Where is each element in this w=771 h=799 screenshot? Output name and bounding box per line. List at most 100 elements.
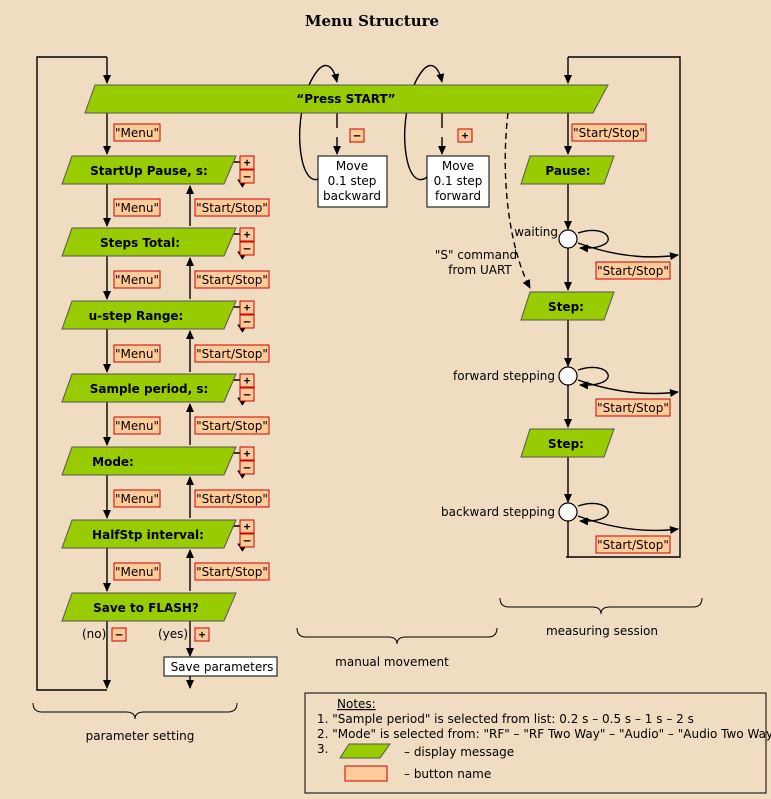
button-text: "Menu" — [115, 273, 159, 287]
button-text: "Start/Stop" — [597, 401, 669, 415]
button-labels: "Menu" "Menu" "Menu" "Menu" "Menu" "Menu… — [113, 123, 671, 581]
manual-minus-button: – — [349, 128, 365, 143]
s-command-label: "S" command — [435, 248, 517, 262]
minus-icon: – — [244, 242, 251, 255]
button-text: "Start/Stop" — [597, 538, 669, 552]
minus-icon: – — [244, 170, 251, 183]
minus-icon: – — [244, 461, 251, 474]
plus-minus-pair: +– — [239, 300, 255, 329]
measuring-session-brace — [499, 597, 703, 615]
plus-icon: + — [244, 301, 251, 314]
plus-minus-pair: +– — [239, 519, 255, 548]
menu-button-label: "Menu" — [113, 562, 161, 581]
button-text: "Menu" — [115, 565, 159, 579]
start-stop-button-label: "Start/Stop" — [194, 489, 270, 508]
minus-icon: – — [244, 534, 251, 547]
menu-item-mode: Mode: — [61, 446, 237, 476]
move-backward-line: Move — [336, 159, 368, 173]
plus-icon: + — [199, 628, 206, 641]
minus-icon: – — [116, 628, 123, 641]
menu-item-label: Steps Total: — [100, 236, 180, 250]
manual-movement-brace — [296, 627, 498, 645]
move-backward-box: Move 0.1 step backward — [317, 155, 388, 208]
plus-icon: + — [244, 228, 251, 241]
menu-item-sample-period: Sample period, s: — [61, 373, 237, 403]
button-text: "Menu" — [115, 201, 159, 215]
menu-item-label: u-step Range: — [89, 309, 184, 323]
menu-item-label: StartUp Pause, s: — [90, 164, 208, 178]
menu-item-label: HalfStp interval: — [92, 528, 204, 542]
button-text: "Menu" — [115, 347, 159, 361]
plus-minus-pair: +– — [239, 155, 255, 184]
plus-icon: + — [244, 374, 251, 387]
waiting-node — [558, 229, 578, 249]
backward-stepping-node — [558, 502, 578, 522]
legend-button-text: – button name — [404, 767, 491, 781]
menu-item-label: Save to FLASH? — [93, 601, 199, 615]
step-label: Step: — [548, 300, 584, 314]
plus-icon: + — [462, 129, 469, 142]
save-yes-plus-button: + — [194, 627, 210, 642]
parameter-setting-label: parameter setting — [86, 729, 195, 743]
plus-minus-pair: +– — [239, 373, 255, 402]
pause-display: Pause: — [520, 155, 615, 185]
button-text: "Start/Stop" — [573, 126, 645, 140]
manual-movement-label: manual movement — [335, 655, 449, 669]
start-stop-button-label: "Start/Stop" — [194, 344, 270, 363]
diagram-title: Menu Structure — [305, 12, 439, 30]
session-states: waiting forward stepping backward steppi… — [435, 225, 578, 522]
legend-display-swatch — [339, 743, 391, 759]
note-2: 2. "Mode" is selected from: "RF" – "RF T… — [317, 727, 771, 741]
parameter-menu: StartUp Pause, s: Steps Total: u-step Ra… — [61, 155, 237, 622]
button-text: "Start/Stop" — [196, 419, 268, 433]
minus-icon: – — [244, 388, 251, 401]
menu-button-label: "Menu" — [113, 416, 161, 435]
menu-button-label: "Menu" — [113, 198, 161, 217]
start-stop-button-label: "Start/Stop" — [194, 416, 270, 435]
plus-minus-pair: +– — [239, 446, 255, 475]
pause-label: Pause: — [545, 164, 590, 178]
top-banner: “Press START” — [84, 84, 609, 114]
plus-minus-pair: +– — [239, 227, 255, 256]
save-yes-label: (yes) — [158, 627, 188, 641]
button-text: "Start/Stop" — [196, 492, 268, 506]
start-stop-button-label: "Start/Stop" — [194, 198, 270, 217]
menu-item-steps-total: Steps Total: — [61, 227, 237, 257]
menu-item-label: Mode: — [92, 455, 134, 469]
button-text: "Menu" — [115, 126, 159, 140]
waiting-label: waiting — [514, 225, 558, 239]
forward-stepping-label: forward stepping — [453, 369, 555, 383]
legend-display-text: – display message — [404, 745, 514, 759]
button-text: "Start/Stop" — [196, 273, 268, 287]
button-text: "Start/Stop" — [196, 565, 268, 579]
group-braces — [32, 597, 703, 720]
move-forward-line: Move — [442, 159, 474, 173]
move-forward-line: 0.1 step — [434, 174, 483, 188]
move-backward-line: 0.1 step — [328, 174, 377, 188]
menu-item-label: Sample period, s: — [90, 382, 209, 396]
button-text: "Start/Stop" — [196, 347, 268, 361]
menu-button-label: "Menu" — [113, 489, 161, 508]
minus-icon: – — [354, 129, 361, 142]
notes-heading: Notes: — [337, 697, 376, 711]
button-text: "Start/Stop" — [196, 201, 268, 215]
menu-item-halfstp-interval: HalfStp interval: — [61, 519, 237, 549]
backward-stepping-label: backward stepping — [441, 505, 555, 519]
move-backward-line: backward — [323, 189, 381, 203]
legend-button-swatch — [344, 765, 388, 782]
button-text: "Menu" — [115, 492, 159, 506]
plus-minus-buttons: +– +– +– +– +– +– – + – + — [111, 128, 473, 642]
step-label: Step: — [548, 437, 584, 451]
plus-icon: + — [244, 520, 251, 533]
s-command-label: from UART — [448, 263, 512, 277]
forward-stepping-node — [558, 366, 578, 386]
menu-item-save-to-flash: Save to FLASH? — [61, 592, 237, 622]
start-stop-button-label: "Start/Stop" — [194, 562, 270, 581]
plus-icon: + — [244, 156, 251, 169]
start-stop-button-label: "Start/Stop" — [194, 270, 270, 289]
step-display-1: Step: — [520, 291, 615, 321]
note-1: 1. "Sample period" is selected from list… — [317, 712, 694, 726]
plus-icon: + — [244, 447, 251, 460]
menu-item-startup-pause: StartUp Pause, s: — [61, 155, 237, 185]
